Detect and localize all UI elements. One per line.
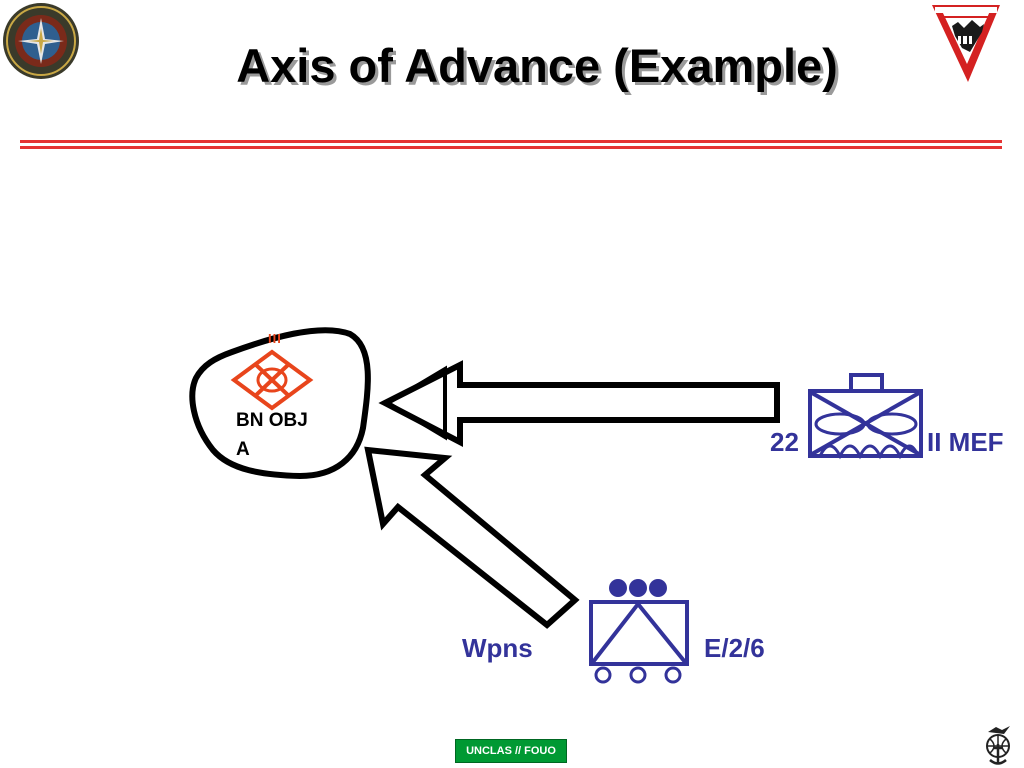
enemy-echelon-label: III — [268, 331, 282, 346]
support-unit-designation: Wpns — [462, 633, 533, 663]
supporting-axis-of-advance-arrow — [364, 446, 580, 629]
objective-label-line1: BN OBJ — [236, 410, 308, 431]
support-unit-higher-echelon: E/2/6 — [704, 633, 765, 663]
objective-boundary — [189, 327, 371, 479]
title-rule-bottom — [20, 146, 1002, 149]
classification-banner: UNCLAS // FOUO — [455, 739, 567, 763]
title-rule-top — [20, 140, 1002, 143]
page-title: Axis of Advance (Example) — [236, 39, 838, 92]
company-level-intelligence-cell-shield-icon — [932, 5, 1000, 82]
eagle-globe-anchor-icon — [986, 726, 1010, 765]
enemy-regiment-symbol — [230, 349, 314, 411]
main-unit-higher-echelon: II MEF — [927, 427, 1004, 457]
main-unit-designation: 22 — [770, 427, 799, 457]
friendly-mechanized-unit-symbol — [808, 373, 923, 460]
objective-label-line2: A — [236, 439, 250, 460]
marine-corps-intelligence-schools-seal-icon — [3, 3, 79, 79]
main-axis-of-advance-arrow — [378, 360, 780, 447]
friendly-weapons-company-symbol — [589, 579, 689, 684]
